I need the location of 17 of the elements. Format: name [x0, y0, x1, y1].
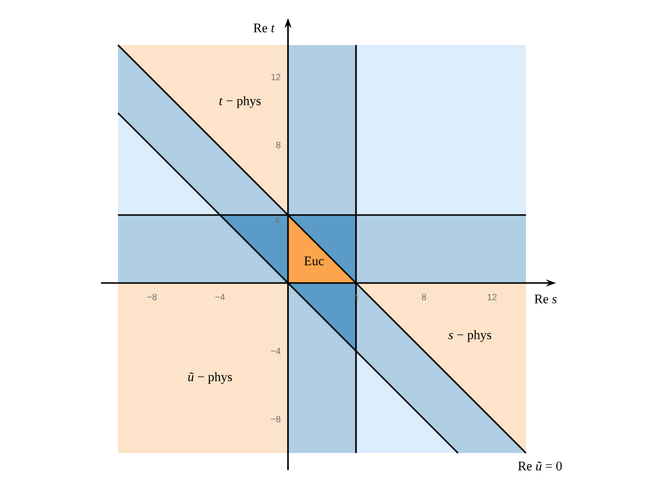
tick-label: 4	[354, 294, 358, 300]
tick-label: 8	[276, 142, 280, 148]
tick-label: 4	[275, 216, 280, 224]
tick-label: −8	[270, 416, 280, 422]
line-label: Re ũ = 0	[518, 462, 562, 470]
tick-label: −4	[270, 348, 281, 354]
region-label: s − phys	[448, 330, 492, 342]
tick-label: 8	[422, 294, 426, 300]
axis-label: Re s	[534, 294, 557, 304]
axis-label: Re t	[254, 24, 275, 32]
tick-label: 12	[488, 294, 497, 300]
region-label: t − phys	[219, 96, 261, 108]
region-label: Euc	[304, 256, 324, 266]
region-label: ũ − phys	[188, 372, 232, 384]
tick-label: −8	[147, 294, 157, 300]
tick-label: 12	[271, 74, 280, 80]
tick-label: −4	[215, 294, 225, 300]
